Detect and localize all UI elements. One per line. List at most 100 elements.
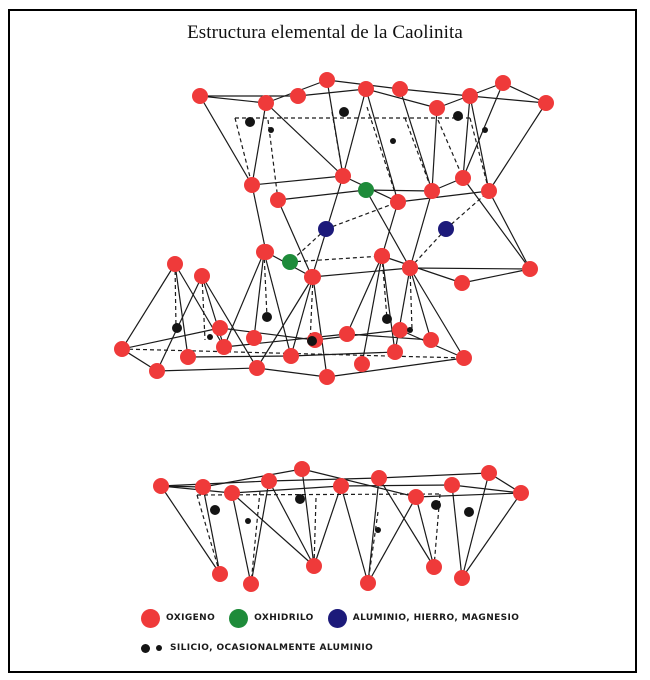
bond-line <box>219 327 316 341</box>
dashed-bond-line <box>234 117 253 186</box>
atoms <box>114 72 554 592</box>
bond-line <box>365 189 411 269</box>
bond-line <box>277 189 367 201</box>
hydroxyl-atom <box>282 254 298 270</box>
oxygen-atom <box>387 344 403 360</box>
bond-line <box>365 88 438 109</box>
oxygen-atom <box>402 260 418 276</box>
bond-line <box>174 263 189 358</box>
dashed-bond-line <box>289 228 327 263</box>
dashed-bond-line <box>409 267 413 330</box>
bond-line <box>399 88 471 97</box>
oxygen-atom <box>290 88 306 104</box>
oxygen-atom <box>392 322 408 338</box>
bond-line <box>253 251 265 339</box>
silicon-atom <box>245 117 255 127</box>
bond-line <box>340 484 453 487</box>
bond-line <box>301 468 315 567</box>
bond-line <box>263 251 292 357</box>
bond-line <box>277 199 313 278</box>
bond-line <box>378 477 435 568</box>
oxygen-atom <box>454 275 470 291</box>
oxygen-atom <box>538 95 554 111</box>
bond-line <box>311 267 411 278</box>
bond-line <box>223 251 265 348</box>
oxygen-atom <box>455 170 471 186</box>
silicon-atom <box>295 494 305 504</box>
oxygen-atom <box>243 576 259 592</box>
oxygen-atom <box>495 75 511 91</box>
silicon-legend-swatch-small <box>156 645 162 651</box>
silicon-atom <box>453 111 463 121</box>
oxygen-atom <box>270 192 286 208</box>
oxygen-atom <box>454 570 470 586</box>
bond-line <box>367 477 380 584</box>
bond-line <box>160 485 221 575</box>
oxygen-atom <box>319 369 335 385</box>
oxygen-atom <box>167 256 183 272</box>
silicon-atom <box>210 505 220 515</box>
oxygen-atom <box>335 168 351 184</box>
bond-line <box>461 472 490 579</box>
dashed-bond-line <box>404 117 433 192</box>
bond-line <box>256 367 328 378</box>
dashed-bond-line <box>433 493 441 568</box>
bond-line <box>342 88 367 177</box>
bond-line <box>409 267 465 359</box>
silicon-legend-swatch <box>141 643 150 653</box>
hydroxyl-atom <box>358 182 374 198</box>
bond-line <box>381 255 463 284</box>
oxygen-atom <box>192 88 208 104</box>
bond-line <box>399 88 433 192</box>
dashed-bond-line <box>250 490 261 585</box>
oxygen-atom <box>283 348 299 364</box>
bond-line <box>251 184 267 253</box>
oxygen-atom <box>354 356 370 372</box>
bond-line <box>231 492 252 585</box>
bond-line <box>378 472 490 479</box>
silicon-atom <box>339 107 349 117</box>
silicon-atom-small <box>482 127 488 133</box>
silicon-atom-small <box>268 127 274 133</box>
bond-line <box>121 263 176 350</box>
dashed-bond-line <box>381 255 388 320</box>
oxygen-atom <box>371 470 387 486</box>
bond-lines <box>121 79 547 585</box>
oxygen-atom <box>149 363 165 379</box>
bond-line <box>265 102 344 177</box>
aluminum-atom <box>438 221 454 237</box>
bond-line <box>268 477 380 482</box>
bond-line <box>202 486 221 575</box>
bond-line <box>201 275 258 369</box>
silicon-atom <box>382 314 392 324</box>
dashed-bond-line <box>469 117 490 192</box>
oxygen-atom <box>256 244 272 260</box>
bond-line <box>365 88 399 203</box>
dashed-bond-line <box>313 497 317 567</box>
oxygen-atom <box>444 477 460 493</box>
oxygen-atom <box>481 183 497 199</box>
oxygen-atom <box>249 360 265 376</box>
bond-line <box>201 275 225 348</box>
silicon-atom-small <box>375 527 381 533</box>
bond-line <box>156 275 203 372</box>
bond-line <box>431 107 438 192</box>
oxygen-atom <box>462 88 478 104</box>
oxygen-atom <box>306 558 322 574</box>
oxygen-atom <box>114 341 130 357</box>
bond-line <box>250 480 270 585</box>
dashed-bond-line <box>409 228 447 269</box>
dashed-bond-line <box>366 106 399 203</box>
bond-line <box>231 492 315 567</box>
oxygen-atom <box>429 100 445 116</box>
silicon-atom-small <box>390 138 396 144</box>
dashed-bond-line <box>201 275 206 341</box>
oxygen-atom <box>180 349 196 365</box>
silicon-atom <box>172 323 182 333</box>
bond-line <box>346 333 432 341</box>
dashed-bond-line <box>331 111 344 177</box>
oxygen-legend-swatch <box>141 608 160 628</box>
oxygen-atom <box>261 473 277 489</box>
bond-line <box>409 267 432 341</box>
legend-row-1: OXIGENO OXHIDRILO ALUMINIO, HIERRO, MAGN… <box>141 608 533 628</box>
